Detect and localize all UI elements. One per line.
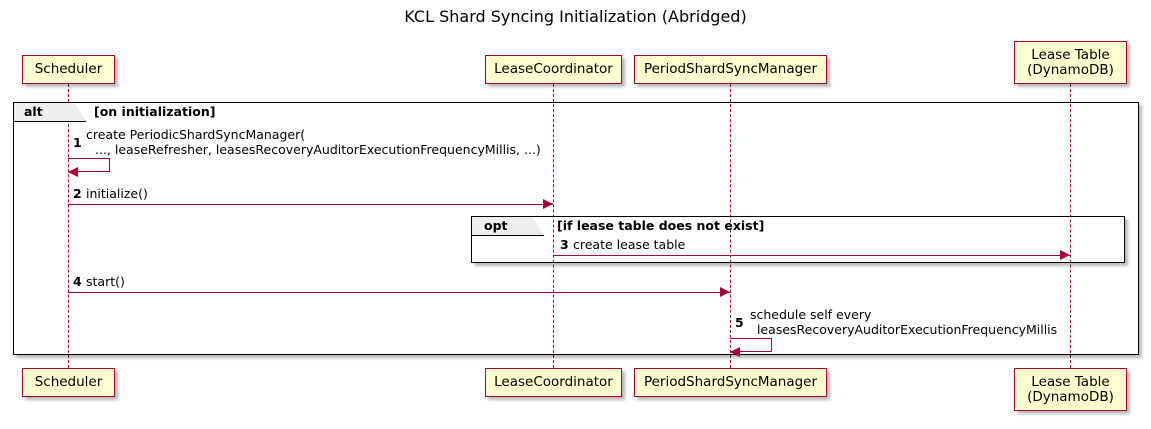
participant-label: Scheduler (34, 374, 103, 390)
participant-label-line2: (DynamoDB) (1027, 388, 1114, 405)
message-3-line (553, 255, 1070, 256)
fragment-alt (13, 102, 1139, 355)
participant-scheduler-bottom[interactable]: Scheduler (22, 368, 115, 397)
message-2-number: 2 (73, 186, 82, 201)
participant-leasecoordinator-bottom[interactable]: LeaseCoordinator (485, 368, 622, 397)
message-4-line (68, 292, 730, 293)
participant-label-line1: Lease Table (1031, 46, 1110, 63)
message-1-label-line2: ..., leaseRefresher, leasesRecoveryAudit… (95, 142, 541, 157)
participant-periodshardsyncmanager-top[interactable]: PeriodShardSyncManager (634, 55, 827, 84)
message-1-self-loop (68, 158, 110, 172)
message-4-label: start() (86, 274, 125, 289)
fragment-alt-guard: [on initialization] (94, 104, 216, 119)
fragment-alt-operator: alt (24, 104, 43, 119)
participant-label: LeaseCoordinator (494, 374, 613, 390)
message-5-number: 5 (735, 315, 744, 330)
diagram-title: KCL Shard Syncing Initialization (Abridg… (404, 7, 747, 26)
message-1-number: 1 (73, 135, 82, 150)
message-5-arrowhead (730, 347, 740, 357)
fragment-opt (471, 216, 1125, 263)
message-2-line (68, 204, 553, 205)
message-2-arrowhead (543, 199, 553, 209)
participant-label: Scheduler (34, 61, 103, 77)
message-2-label: initialize() (86, 186, 148, 201)
participant-label: LeaseCoordinator (494, 61, 613, 77)
lifeline-leasecoordinator (553, 84, 554, 368)
message-4-number: 4 (73, 274, 82, 289)
message-3-label: create lease table (573, 237, 686, 252)
message-1-label-line1: create PeriodicShardSyncManager( (86, 127, 306, 142)
fragment-opt-tab (472, 217, 544, 236)
message-4-arrowhead (720, 287, 730, 297)
participant-scheduler-top[interactable]: Scheduler (22, 55, 115, 84)
participant-leasecoordinator-top[interactable]: LeaseCoordinator (485, 55, 622, 84)
participant-leasetable-top[interactable]: Lease Table (DynamoDB) (1014, 41, 1127, 84)
participant-periodshardsyncmanager-bottom[interactable]: PeriodShardSyncManager (634, 368, 827, 397)
message-5-label-line1: schedule self every (750, 307, 872, 322)
message-5-self-loop (730, 338, 772, 352)
participant-label: PeriodShardSyncManager (643, 61, 818, 77)
lifeline-scheduler (68, 84, 69, 368)
fragment-opt-operator: opt (484, 218, 508, 233)
participant-label: PeriodShardSyncManager (643, 374, 818, 390)
participant-leasetable-bottom[interactable]: Lease Table (DynamoDB) (1014, 368, 1127, 411)
lifeline-leasetable (1070, 84, 1071, 368)
message-3-arrowhead (1060, 250, 1070, 260)
message-3-number: 3 (560, 237, 569, 252)
participant-label-line1: Lease Table (1031, 373, 1110, 390)
fragment-opt-guard: [if lease table does not exist] (557, 218, 765, 233)
message-5-label-line2: leasesRecoveryAuditorExecutionFrequencyM… (757, 322, 1058, 337)
lifeline-periodshardsyncmanager (730, 84, 731, 368)
participant-label-line2: (DynamoDB) (1027, 61, 1114, 78)
message-1-arrowhead (68, 167, 78, 177)
